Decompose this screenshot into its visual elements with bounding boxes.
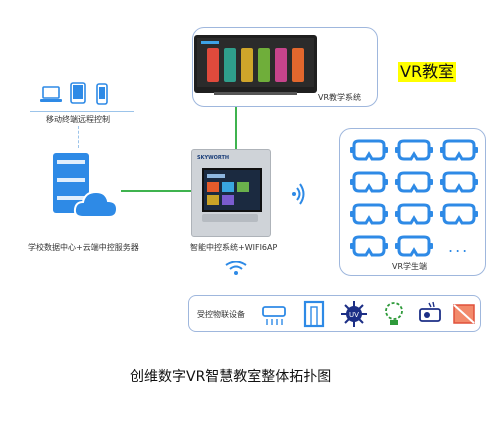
vr-headset-icon	[438, 171, 480, 193]
phone-icon	[96, 83, 108, 105]
server-center-label: 学校数据中心+云端中控服务器	[28, 243, 139, 252]
vr-classroom-title: VR教室	[398, 62, 457, 82]
diagram-caption: 创维数字VR智慧教室整体拓扑图	[130, 369, 332, 385]
projector-icon	[419, 301, 441, 322]
panel-brand: SKYWORTH	[197, 155, 230, 161]
air-conditioner-icon	[262, 306, 286, 325]
vr-headset-icon	[438, 139, 480, 161]
vr-student-box: ... VR学生端	[339, 128, 486, 276]
vr-headset-icon	[348, 139, 390, 161]
vr-teaching-system-label: VR教学系统	[318, 93, 362, 102]
connector-display-to-control	[235, 104, 237, 150]
wifi-signal-icon	[292, 183, 305, 205]
mobile-remote-label: 移动终端远程控制	[46, 115, 110, 124]
iot-devices-box: 受控物联设备 UV	[188, 295, 481, 332]
server-cloud-group	[39, 147, 121, 227]
vr-student-label: VR学生端	[392, 262, 428, 271]
door-gate-icon	[303, 300, 325, 328]
display-stand	[214, 92, 297, 95]
cloud-icon	[73, 190, 119, 218]
app-card	[275, 48, 287, 82]
light-bulb-icon	[385, 302, 403, 325]
connector-server-to-control	[121, 190, 191, 192]
vertical-divider	[78, 126, 80, 148]
teaching-display	[194, 35, 317, 95]
vr-headset-icon	[348, 203, 390, 225]
more-ellipsis: ...	[448, 237, 470, 256]
no-image-icon	[453, 304, 475, 324]
vr-headset-icon	[438, 203, 480, 225]
vr-headset-icon	[393, 171, 435, 193]
screen-logo	[201, 41, 219, 44]
central-control-label: 智能中控系统+WIFI6AP	[190, 243, 278, 252]
tablet-icon	[70, 82, 86, 104]
wifi-signal-icon	[225, 261, 247, 275]
app-card	[258, 48, 270, 82]
panel-buttons	[202, 214, 258, 222]
app-card	[224, 48, 236, 82]
display-screen	[197, 38, 314, 87]
vr-headset-icon	[393, 235, 435, 257]
mobile-devices-group	[40, 82, 120, 108]
panel-screen	[202, 168, 262, 212]
vr-headset-icon	[393, 139, 435, 161]
app-card	[241, 48, 253, 82]
iot-devices-label: 受控物联设备	[197, 310, 245, 319]
laptop-icon	[40, 86, 62, 102]
app-card	[292, 48, 304, 82]
uv-lamp-icon: UV	[341, 301, 367, 327]
vr-headset-icon	[393, 203, 435, 225]
vr-headset-icon	[348, 235, 390, 257]
central-control-panel: SKYWORTH	[191, 149, 271, 237]
app-card	[207, 48, 219, 82]
vr-headset-icon	[348, 171, 390, 193]
divider	[30, 111, 134, 112]
svg-text:UV: UV	[349, 311, 359, 319]
